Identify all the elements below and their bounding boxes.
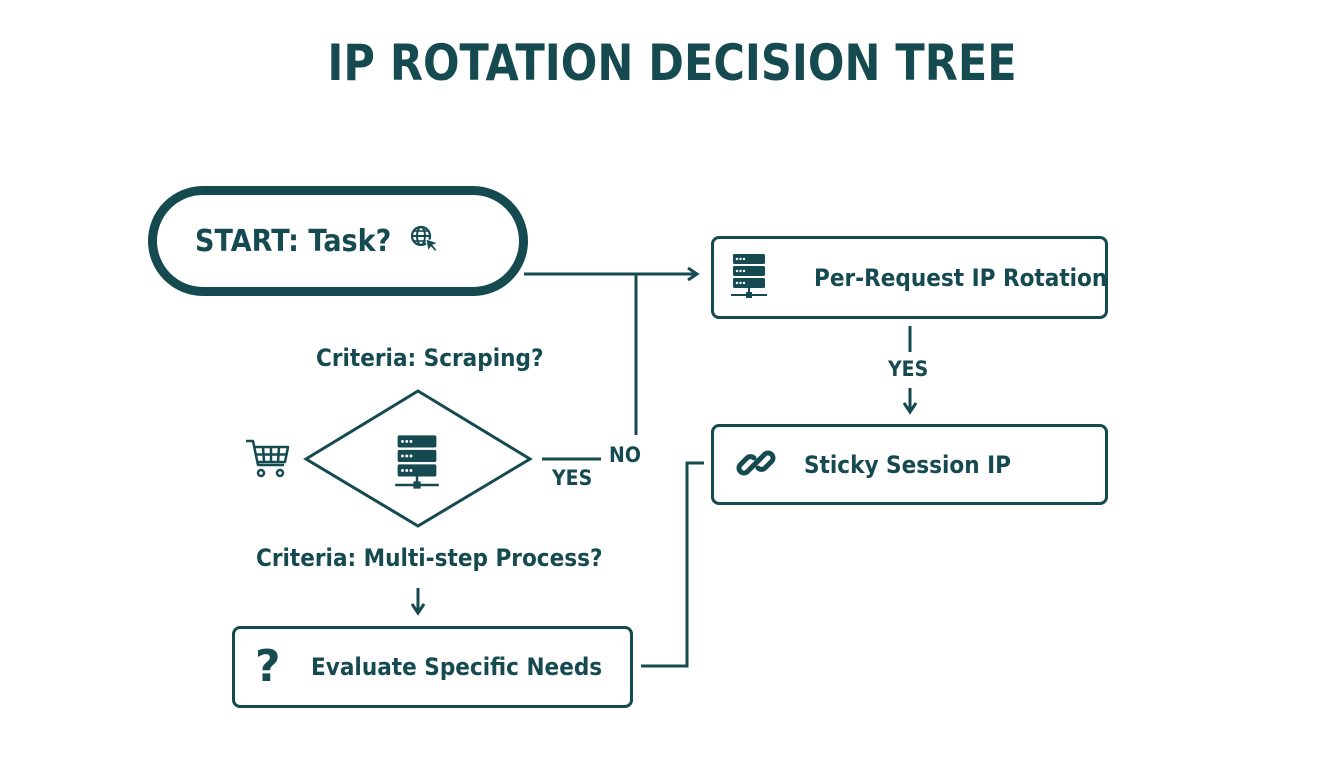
sticky-session-node[interactable]: Sticky Session IP bbox=[711, 424, 1108, 505]
globe-cursor-icon bbox=[409, 224, 441, 258]
criteria-scraping-label: Criteria: Scraping? bbox=[316, 344, 544, 372]
start-node-label: START: Task? bbox=[195, 223, 392, 259]
diagram-title: IP ROTATION DECISION TREE bbox=[327, 34, 1017, 92]
link-icon bbox=[734, 441, 778, 489]
start-node[interactable]: START: Task? bbox=[148, 186, 528, 296]
edge-label-no: NO bbox=[609, 443, 641, 467]
per-request-rotation-node[interactable]: Per-Request IP Rotation bbox=[711, 236, 1108, 319]
per-request-rotation-label: Per-Request IP Rotation bbox=[814, 263, 1108, 292]
shopping-cart-icon bbox=[244, 437, 292, 485]
edge-label-yes-sticky: YES bbox=[888, 357, 929, 381]
edge-label-yes: YES bbox=[552, 466, 593, 490]
evaluate-needs-node[interactable]: ? Evaluate Specific Needs bbox=[232, 626, 633, 708]
question-mark-icon: ? bbox=[255, 641, 281, 692]
connector-evaluate-to-sticky bbox=[641, 461, 704, 668]
evaluate-needs-label: Evaluate Specific Needs bbox=[310, 653, 602, 681]
server-icon bbox=[730, 252, 768, 304]
decision-server-icon bbox=[394, 432, 440, 496]
criteria-multistep-label: Criteria: Multi-step Process? bbox=[256, 544, 603, 572]
sticky-session-label: Sticky Session IP bbox=[804, 450, 1011, 479]
